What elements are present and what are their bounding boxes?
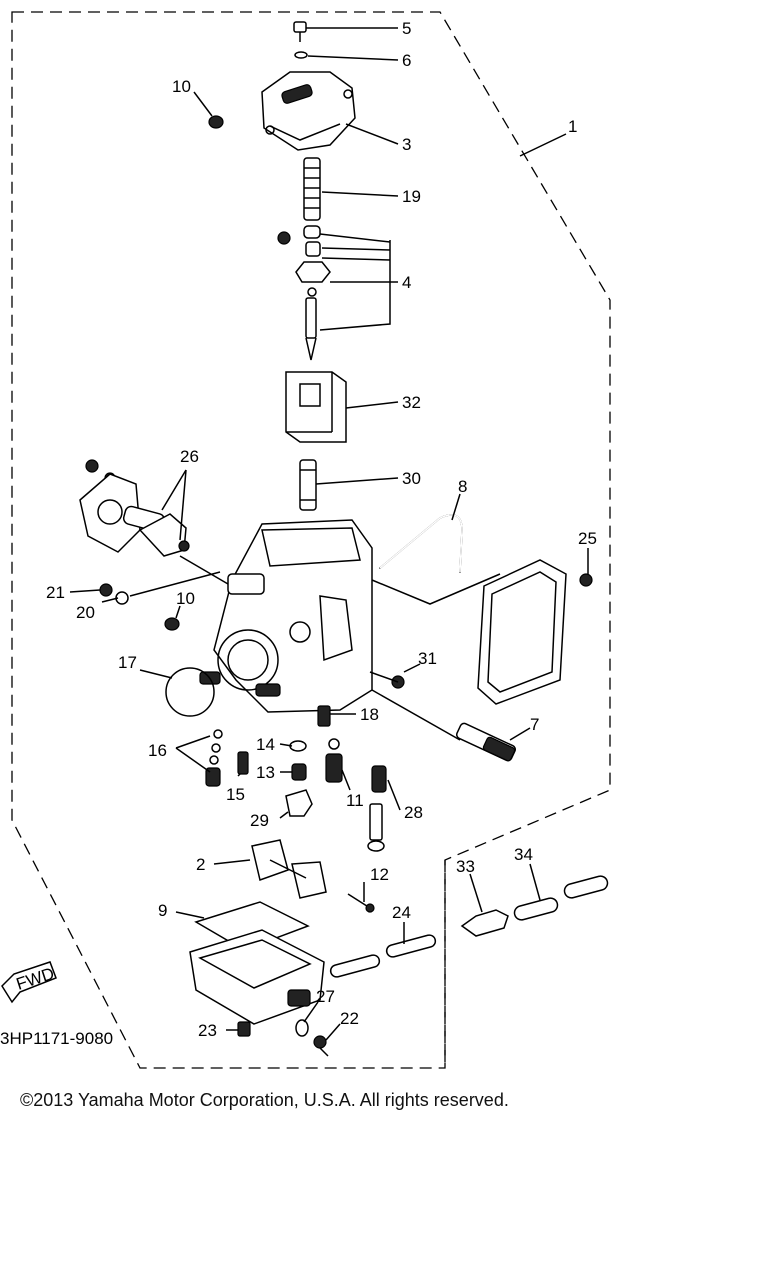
part-fitting-33 [460,909,509,937]
part-top-cover-3 [261,71,356,151]
callout-19: 19 [402,187,421,206]
callout-23: 23 [198,1021,217,1040]
part-washer-14 [289,740,307,752]
part-nut-10-left [164,617,180,631]
part-tubes-34 [513,875,609,921]
callout-5: 5 [402,19,411,38]
part-side-cover [477,559,567,705]
callout-28: 28 [404,803,423,822]
callout-20: 20 [76,603,95,622]
callout-4: 4 [402,273,411,292]
callout-13: 13 [256,763,275,782]
callout-10-top: 10 [172,77,191,96]
part-jet-13 [291,763,307,781]
callout-11: 11 [346,791,364,810]
part-throttle-screw-7 [371,689,517,762]
callout-24: 24 [392,903,411,922]
callout-29: 29 [250,811,269,830]
copyright-notice: ©2013 Yamaha Motor Corporation, U.S.A. A… [20,1090,509,1110]
callout-15: 15 [226,785,245,804]
fwd-label: FWD [14,964,57,994]
callout-12: 12 [370,865,389,884]
part-tubes-24 [329,934,437,978]
part-screw-spring-28 [367,765,387,852]
callout-33: 33 [456,857,475,876]
part-cover-spring-26 [79,459,190,557]
callout-18: 18 [360,705,379,724]
part-cap-29 [285,789,313,817]
part-washer-27 [295,1019,309,1037]
callout-17: 17 [118,653,137,672]
part-drain-screw-22 [313,1035,329,1057]
drawing-code: 3HP1171-9080 [0,1029,113,1048]
part-screw-21 [99,583,113,597]
part-o-ring-17 [165,667,215,717]
part-pin-12 [347,893,375,913]
leader-lines [69,27,589,1041]
part-hose-8 [379,514,463,573]
callout-31: 31 [418,649,437,668]
part-nut-10-top [208,115,224,129]
callout-16: 16 [148,741,167,760]
callout-22: 22 [340,1009,359,1028]
callout-8: 8 [458,477,467,496]
callout-10-left: 10 [176,589,195,608]
callout-25: 25 [578,529,597,548]
callout-32: 32 [402,393,421,412]
part-throttle-valve-32 [285,371,347,443]
callout-7: 7 [530,715,539,734]
part-float-2 [251,839,327,899]
callout-6: 6 [402,51,411,70]
carburetor-exploded-diagram: FWD 3HP1171-9080 [0,11,611,1069]
part-jet-15 [237,751,249,775]
callout-27: 27 [316,987,335,1006]
callout-34: 34 [514,845,533,864]
part-screw-25 [579,573,593,587]
callout-1: 1 [568,117,577,136]
part-screw-5 [293,21,307,42]
callout-30: 30 [402,469,421,488]
part-plug-23 [237,1021,251,1037]
part-spring-19 [303,157,321,221]
callout-3: 3 [402,135,411,154]
callout-26: 26 [180,447,199,466]
callout-14: 14 [256,735,275,754]
part-jet-needle-set-4 [277,225,391,361]
part-float-bowl [189,929,325,1025]
callout-9: 9 [158,901,167,920]
part-carburetor-body [129,519,501,713]
callout-21: 21 [46,583,65,602]
callout-2: 2 [196,855,205,874]
part-washer-6 [294,51,308,59]
part-screw-spring-11 [325,738,343,783]
callout-labels: 5 6 10 3 1 19 4 32 26 30 8 25 21 20 10 3… [46,19,597,1040]
fwd-arrow: FWD [1,961,57,1004]
part-jets-16 [205,729,223,787]
part-jet-18 [317,705,331,727]
part-needle-jet-30 [299,459,317,511]
